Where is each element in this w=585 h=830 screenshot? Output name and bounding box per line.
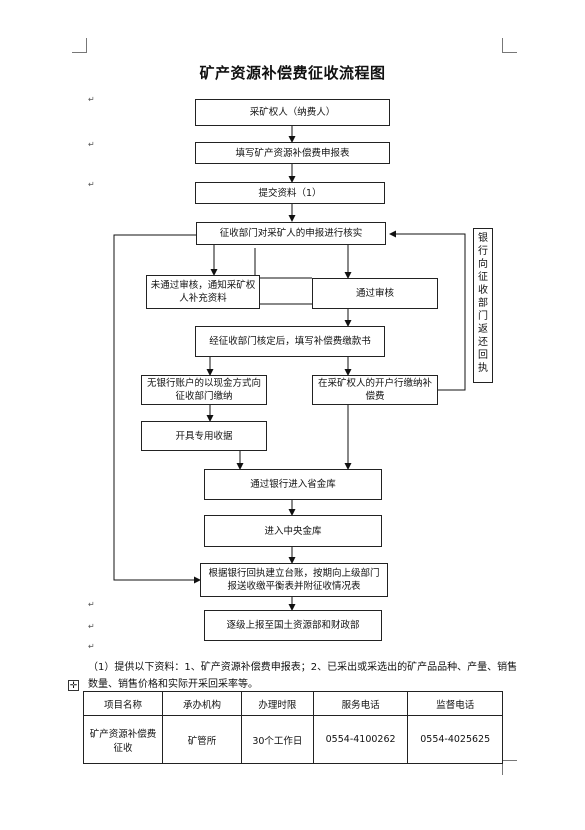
flow-step-ledger: 根据银行回执建立台账，按期向上级部门报送收缴平衡表并附征收情况表 bbox=[200, 563, 388, 597]
table-cell: 0554-4100262 bbox=[312, 715, 409, 764]
table-move-handle-icon[interactable]: ✛ bbox=[68, 680, 79, 691]
paragraph-mark: ↵ bbox=[88, 622, 95, 631]
flow-step-province: 通过银行进入省金库 bbox=[204, 469, 382, 500]
flow-step-review: 征收部门对采矿人的申报进行核实 bbox=[196, 222, 386, 245]
flow-step-not-passed: 未通过审核，通知采矿权人补充资料 bbox=[146, 275, 260, 309]
flow-step-bank: 在采矿权人的开户行缴纳补偿费 bbox=[312, 375, 438, 405]
table-cell: 矿产资源补偿费征收 bbox=[83, 715, 163, 764]
flow-step-notice: 经征收部门核定后，填写补偿费缴款书 bbox=[195, 326, 385, 357]
table-header-cell: 办理时限 bbox=[240, 691, 314, 716]
table-cell: 矿管所 bbox=[161, 715, 242, 764]
flow-step-central: 进入中央金库 bbox=[204, 515, 382, 547]
paragraph-mark: ↵ bbox=[88, 600, 95, 609]
footnote-materials: （1）提供以下资料：1、矿产资源补偿费申报表；2、已采出或采选出的矿产品品种、产… bbox=[88, 662, 518, 690]
flow-step-cash: 无银行账户的以现金方式向征收部门缴纳 bbox=[141, 375, 267, 405]
table-header-cell: 项目名称 bbox=[83, 691, 163, 716]
crop-mark-bottom-right bbox=[502, 760, 517, 775]
flow-step-start: 采矿权人（纳费人） bbox=[195, 99, 390, 126]
flow-step-receipt: 开具专用收据 bbox=[141, 421, 267, 451]
bank-return-receipt-box: 银行向征收部门返还回执 bbox=[473, 228, 493, 383]
crop-mark-top-right bbox=[502, 38, 517, 53]
service-info-table: 项目名称 承办机构 办理时限 服务电话 监督电话 矿产资源补偿费征收 矿管所 3… bbox=[83, 691, 503, 764]
crop-mark-top-left bbox=[72, 38, 87, 53]
table-header-cell: 服务电话 bbox=[312, 691, 409, 716]
page-title: 矿产资源补偿费征收流程图 bbox=[199, 64, 386, 82]
flow-step-report: 逐级上报至国土资源部和财政部 bbox=[204, 610, 382, 641]
paragraph-mark: ↵ bbox=[88, 642, 95, 651]
table-cell: 30个工作日 bbox=[240, 715, 314, 764]
paragraph-mark: ↵ bbox=[88, 180, 95, 189]
table-header-cell: 监督电话 bbox=[407, 691, 503, 716]
table-cell: 0554-4025625 bbox=[407, 715, 503, 764]
flow-step-submit: 提交资料（1） bbox=[195, 182, 385, 204]
table-row: 矿产资源补偿费征收 矿管所 30个工作日 0554-4100262 0554-4… bbox=[83, 715, 503, 764]
paragraph-mark: ↵ bbox=[88, 140, 95, 149]
table-header-cell: 承办机构 bbox=[161, 691, 242, 716]
flow-step-fill-form: 填写矿产资源补偿费申报表 bbox=[195, 142, 390, 164]
table-header-row: 项目名称 承办机构 办理时限 服务电话 监督电话 bbox=[83, 691, 503, 716]
paragraph-mark: ↵ bbox=[88, 95, 95, 104]
flow-step-passed: 通过审核 bbox=[312, 278, 438, 309]
